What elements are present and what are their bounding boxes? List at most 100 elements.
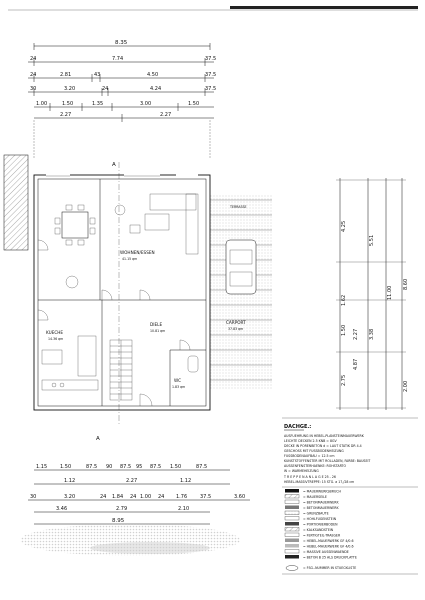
- dim-side-o2: 11.00: [387, 286, 393, 300]
- legend-symbol-label: = GRENZBAUTE: [303, 512, 329, 516]
- dim-overall-top: 8.35: [115, 40, 128, 46]
- legend-swatch: [285, 522, 299, 526]
- legend-symbol-label: = FSG.-NUMMER IN STUECKLISTE: [303, 566, 356, 570]
- dim-b1-3: 90: [106, 464, 112, 470]
- legend-symbol-label: = KALKSANDSTEIN: [303, 528, 334, 532]
- dim-side-o4: 2.00: [403, 381, 409, 392]
- legend-line: T R E P P E N A N L A G E 25 - 26: [283, 475, 336, 479]
- room-living-area: 41.15 qm: [122, 257, 137, 261]
- room-wc-area: 1.83 qm: [172, 385, 185, 389]
- floor-plan: WOHNEN/ESSEN 41.15 qm KUECHE 14.36 qm DI…: [33, 162, 211, 442]
- legend-swatch: [284, 499, 300, 504]
- kitchen-counter: [41, 379, 99, 391]
- legend-symbol-label: = MAUERWERKSBRUCH: [303, 490, 342, 494]
- legend-symbol-label: = FERTIGTEIL-TRAEGER: [303, 534, 341, 538]
- dim-r3-b: 3.20: [64, 86, 75, 92]
- dim-b3-2: 24: [100, 494, 106, 500]
- legend-swatch: [284, 532, 300, 537]
- legend-symbol-label: = BETONMAUERWERK: [303, 506, 339, 510]
- legend-symbol-label: = MAUERSEILE: [303, 495, 327, 499]
- kitchen-table: [41, 349, 63, 365]
- legend-swatch: [285, 544, 299, 548]
- legend-symbol-label: = BETON B 25 ALS DRUCKPLATTE: [303, 556, 357, 560]
- dim-b3-9: 3.60: [234, 494, 245, 500]
- dim-r5-b: 2.27: [160, 112, 171, 118]
- section-mark-top: A: [112, 162, 116, 168]
- dim-b4-1: 2.79: [116, 506, 127, 512]
- room-terrace: TERRASSE: [229, 205, 247, 209]
- dim-side-o0: 4.25: [341, 221, 347, 232]
- dim-r4-b: 1.50: [62, 101, 73, 107]
- room-wc: WC: [174, 378, 181, 383]
- dim-r3-d: 4.24: [150, 86, 161, 92]
- legend-line: HEBEL-MASSIVTREPPE: 15 STG. a 17,/28 cm: [284, 480, 354, 484]
- room-carport: CARPORT: [226, 320, 246, 325]
- legend-line: AUSSENFENSTERHAENKE: ROHSTARTO: [284, 464, 347, 468]
- legend-line: KUNSTSTOFFENSTER MIT ROLLADEN, FARBE: BA…: [284, 459, 370, 463]
- legend-swatch: [285, 565, 299, 571]
- dim-b3-1: 3.20: [64, 494, 75, 500]
- legend-swatch: [284, 510, 300, 515]
- legend-line: GESCHOSS MIT FUSSBODENHEIZUNG: [284, 449, 344, 453]
- dim-b2-1: 2.27: [126, 478, 137, 484]
- legend-symbol-label: = MASSIVE AUSSENWAENDE: [303, 550, 349, 554]
- dim-side-i4: 4.87: [353, 359, 359, 370]
- dim-side-i5: 2.75: [341, 375, 347, 386]
- legend-symbol-label: = HOHLFUGENSTEIN: [303, 517, 337, 521]
- room-hall-area: 10.81 qm: [150, 329, 165, 333]
- legend-symbol-label: = BETONMAUERWERK: [303, 501, 339, 505]
- staircase: [109, 339, 133, 401]
- dim-b1-2: 87.5: [86, 464, 97, 470]
- legend-swatch: [284, 494, 300, 499]
- dim-b1-0: 1.15: [36, 464, 47, 470]
- legend-line: W = WARMEHEIZUNG: [284, 469, 319, 473]
- dim-b1-1: 1.50: [60, 464, 71, 470]
- sofa: [114, 193, 199, 255]
- dim-b3-0: 30: [30, 494, 36, 500]
- dim-b1-5: 95: [136, 464, 142, 470]
- dim-b3-7: 1.76: [176, 494, 187, 500]
- dim-r2-b: 2.81: [60, 72, 71, 78]
- dim-r5-a: 2.27: [60, 112, 71, 118]
- legend-swatch: [285, 489, 299, 493]
- legend-line: FUSSBODENAUFBAU = 12.5 cm: [284, 454, 334, 458]
- dim-r4-d: 3.00: [140, 101, 151, 107]
- neighbour-hatch: [3, 154, 29, 251]
- dim-r2-c: 43: [94, 72, 100, 78]
- dim-r4-c: 1.35: [92, 101, 103, 107]
- legend-swatch: [284, 527, 300, 532]
- dim-r3-c: 24: [102, 86, 108, 92]
- room-kitchen: KUECHE: [46, 330, 63, 335]
- legend-swatch: [285, 538, 299, 542]
- dim-b3-4: 24: [130, 494, 136, 500]
- dim-side-i2: 1.62: [341, 295, 347, 306]
- dim-r2-e: 37.5: [205, 72, 216, 78]
- dim-side-o3: 8.60: [403, 279, 409, 290]
- dim-side-i1: 2.27: [353, 329, 359, 340]
- dim-r3-a: 30: [30, 86, 36, 92]
- legend-swatch: [285, 505, 299, 509]
- legend-symbols: = MAUERWERKSBRUCH = MAUERSEILE = BETONMA…: [284, 489, 357, 571]
- legend-block: DACHGE.: AUSFUEHRUNG IN HEBEL-PLANSTEINM…: [282, 417, 418, 575]
- side-dimension-chains: 4.25 5.51 11.00 8.60 2.00 1.50 2.27 1.62…: [336, 178, 409, 410]
- dim-r2-d: 4.50: [147, 72, 158, 78]
- legend-symbol-label: = HEBEL-MAUERWERK GF 4/0.6: [303, 545, 354, 549]
- dim-r3-e: 37.5: [205, 86, 216, 92]
- dim-b1-6: 87.5: [150, 464, 161, 470]
- room-hall: DIELE: [150, 322, 162, 327]
- legend-symbol-label: = HEBEL-MAUERWERK GF 4/0.6: [303, 539, 354, 543]
- dim-b3-6: 24: [158, 494, 164, 500]
- car-outline: [225, 239, 257, 295]
- dim-r1-c: 37.5: [205, 56, 216, 62]
- dim-side-o1: 5.51: [369, 235, 375, 246]
- dim-b2-2: 1.12: [180, 478, 191, 484]
- legend-line: LEICHTE DECKEN 2.5 KNB = 8GV: [284, 439, 337, 443]
- dining-table: [54, 204, 96, 246]
- dim-b3-5: 1.00: [140, 494, 151, 500]
- top-dimension-chains: 8.35 24 7.74 37.5 24 2.81 43 4.50 37.5 3…: [28, 40, 216, 158]
- dim-side-i3: 3.38: [369, 329, 375, 340]
- sheet-border: [8, 6, 418, 11]
- dim-overall-bottom: 8.95: [112, 518, 125, 524]
- room-kitchen-area: 14.36 qm: [48, 337, 63, 341]
